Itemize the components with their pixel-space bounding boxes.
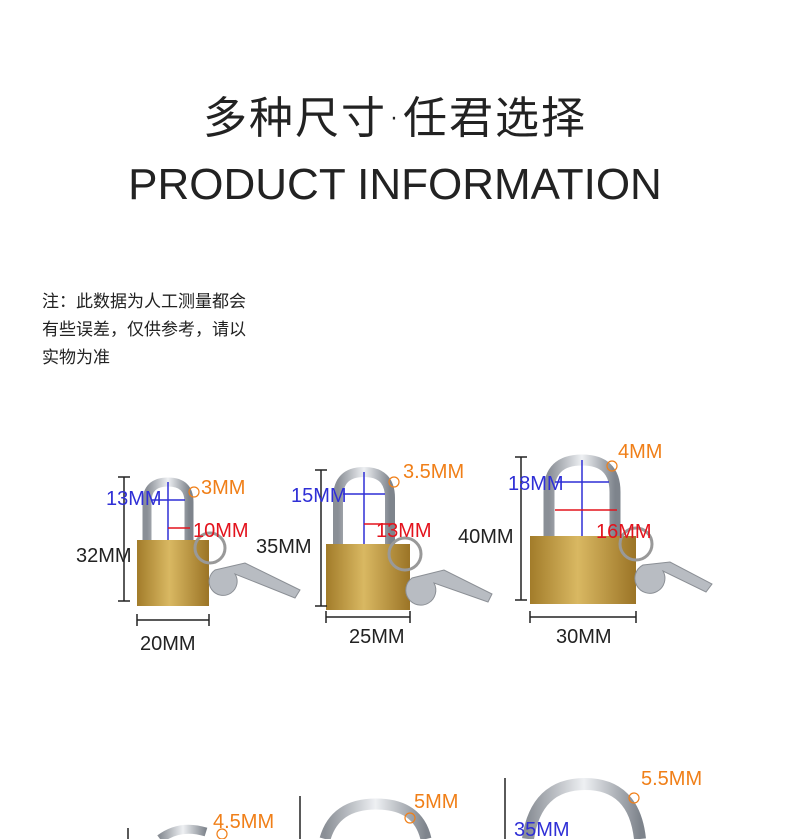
- page-title-en: PRODUCT INFORMATION: [128, 160, 662, 209]
- measurement-note: 注：此数据为人工测量都会 有些误差，仅供参考，请以 实物为准: [42, 288, 302, 372]
- dim-shackle-thick: 3.5MM: [403, 461, 464, 483]
- key-ring: [387, 536, 423, 572]
- note-line: 有些误差，仅供参考，请以: [42, 320, 246, 340]
- lock-body: [530, 536, 636, 604]
- shackle: [319, 798, 432, 839]
- shackle: [157, 824, 208, 839]
- dim-height: 32MM: [76, 545, 132, 567]
- note-line: 实物为准: [42, 348, 110, 368]
- dim-shackle-height: 13MM: [376, 520, 432, 542]
- key-ring: [193, 531, 227, 565]
- dim-shackle-inner: 13MM: [106, 488, 162, 510]
- note-line: 注：此数据为人工测量都会: [42, 292, 246, 312]
- padlock-small: 13MM 3MM 10MM 32MM 20MM: [76, 476, 301, 655]
- key: [634, 561, 713, 594]
- dim-width: 25MM: [349, 626, 405, 648]
- dim-shackle-thick: 5.5MM: [641, 768, 702, 790]
- padlock-medium: 15MM 3.5MM 13MM 35MM 25MM: [256, 461, 493, 648]
- padlock-row-2: 4.5MM 5MM 5.5MM 35MM: [127, 768, 702, 839]
- padlock-diagram-svg: 13MM 3MM 10MM 32MM 20MM 15MM 3.5MM 13MM …: [76, 441, 713, 839]
- dim-shackle-inner: 18MM: [508, 473, 564, 495]
- dim-width: 30MM: [556, 626, 612, 648]
- dim-height: 40MM: [458, 526, 514, 548]
- dim-shackle-thick: 4MM: [618, 441, 662, 463]
- dim-shackle-inner: 15MM: [291, 485, 347, 507]
- dim-shackle-height: 16MM: [596, 521, 652, 543]
- lock-body: [137, 540, 209, 606]
- dim-shackle-thick: 3MM: [201, 477, 245, 499]
- lock-body: [326, 544, 410, 610]
- dim-shackle-thick: 4.5MM: [213, 811, 274, 833]
- padlock-size-diagram: 13MM 3MM 10MM 32MM 20MM 15MM 3.5MM 13MM …: [0, 420, 790, 839]
- shackle: [522, 777, 646, 839]
- padlock-large: 18MM 4MM 16MM 40MM 30MM: [458, 441, 713, 648]
- page-title-cn: 多种尺寸·任君选择: [203, 93, 587, 144]
- dim-width: 20MM: [140, 633, 196, 655]
- dim-shackle-thick: 5MM: [414, 791, 458, 813]
- dim-height: 35MM: [256, 536, 312, 558]
- key: [208, 562, 301, 599]
- dim-shackle-height: 10MM: [193, 520, 249, 542]
- key: [405, 569, 493, 606]
- dim-shackle-inner: 35MM: [514, 819, 570, 839]
- key-ring: [618, 526, 654, 562]
